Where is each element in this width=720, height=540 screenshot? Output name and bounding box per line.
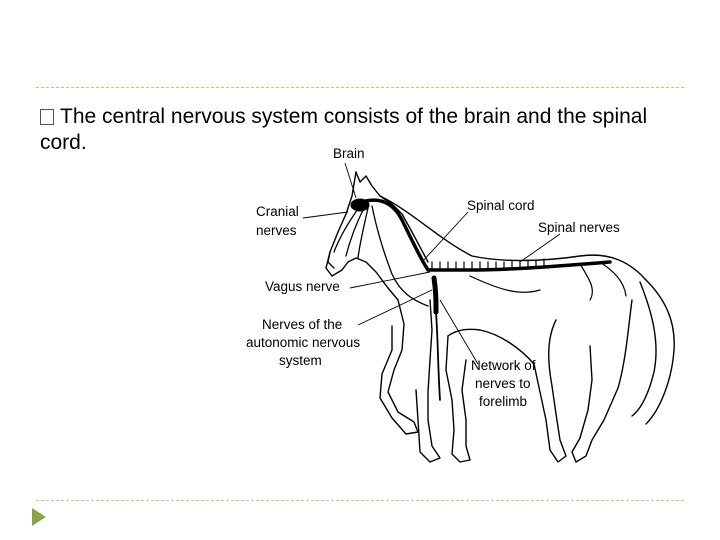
- label-spinal-cord: Spinal cord: [467, 198, 535, 213]
- label-forelimb-3: forelimb: [479, 394, 527, 409]
- label-brain: Brain: [333, 146, 365, 161]
- nerve-lines: [333, 198, 627, 401]
- bullet-text: The central nervous system consists of t…: [40, 105, 648, 154]
- label-autonomic-2: autonomic nervous: [246, 335, 360, 350]
- horse-nervous-system-diagram: Brain Cranial nerves Spinal cord Spinal …: [236, 140, 696, 480]
- label-forelimb-2: nerves to: [475, 376, 531, 391]
- label-forelimb-1: Network of: [471, 358, 536, 373]
- play-arrow-icon[interactable]: [30, 506, 48, 528]
- top-divider: [36, 87, 684, 88]
- label-cranial-1: Cranial: [256, 204, 299, 219]
- label-autonomic-1: Nerves of the: [262, 317, 342, 332]
- label-autonomic-3: system: [279, 353, 322, 368]
- horse-outline: [325, 171, 675, 463]
- label-cranial-2: nerves: [256, 223, 297, 238]
- bottom-divider: [36, 500, 684, 501]
- bullet-box-icon: [40, 109, 54, 125]
- label-vagus-nerve: Vagus nerve: [265, 279, 340, 294]
- bullet-point: The central nervous system consists of t…: [40, 104, 690, 156]
- pointer-lines: [302, 162, 561, 365]
- label-spinal-nerves: Spinal nerves: [538, 220, 620, 235]
